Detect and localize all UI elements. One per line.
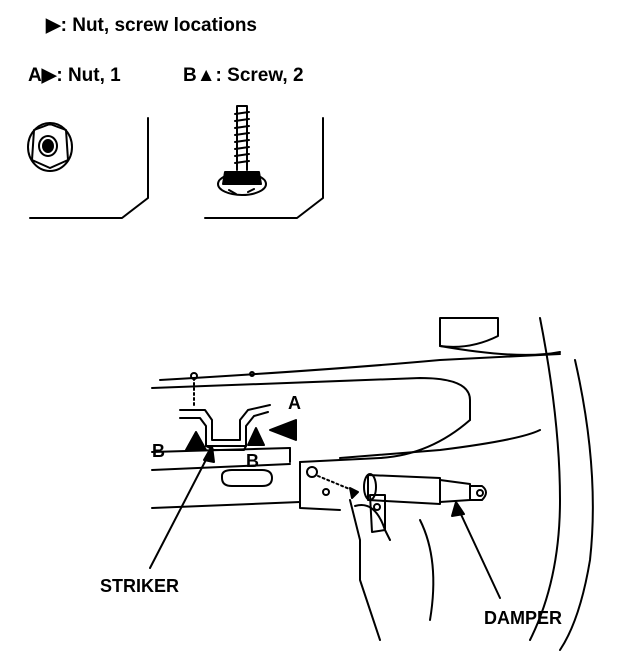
screw-location-marker (247, 427, 265, 446)
sill-bottom (151, 501, 301, 509)
damper-bracket (369, 494, 386, 533)
sill-mid (151, 463, 291, 471)
pillar-top (339, 429, 541, 459)
triangle-up-marker: ▲ (196, 65, 216, 86)
callout-a: A (288, 393, 301, 413)
sill-slot (221, 469, 273, 487)
damper-label: DAMPER (484, 608, 563, 628)
screw-key-text: : Screw, 2 (215, 65, 304, 86)
legend-line: ▶: Nut, screw locations (46, 16, 257, 35)
nut-inset-frame (29, 117, 149, 219)
opening-top-edge (159, 353, 561, 381)
opening-inner-curve (299, 419, 471, 463)
nut-location-marker (269, 419, 297, 441)
quarter-panel-outer (559, 359, 594, 651)
screw-key: B▲: Screw, 2 (183, 66, 304, 85)
flange-screw-icon (217, 105, 267, 196)
screw-location-marker (185, 431, 207, 451)
nut-key-letter: A (28, 65, 42, 86)
opening-inner-top (151, 377, 471, 421)
bolt-hole (322, 488, 330, 496)
quarter-panel-line (529, 317, 561, 641)
bolt-hole (306, 466, 318, 478)
sill-end (299, 461, 341, 511)
upper-panel (439, 317, 499, 348)
pillar-inner (419, 519, 435, 621)
screw-inset-frame (204, 117, 324, 219)
callout-b-right: B (246, 451, 259, 471)
screw-key-letter: B (183, 65, 197, 86)
callout-b-left: B (152, 441, 165, 461)
triangle-right-marker: ▶ (46, 15, 61, 36)
damper-leader (457, 507, 501, 599)
damper-icon (363, 473, 487, 505)
triangle-right-marker: ▶ (41, 65, 57, 86)
flange-nut-icon (27, 122, 73, 172)
nut-key-text: : Nut, 1 (56, 65, 121, 86)
pillar-edge (349, 499, 381, 641)
legend-text: : Nut, screw locations (60, 15, 257, 36)
nut-key: A▶: Nut, 1 (28, 66, 121, 85)
striker-label: STRIKER (100, 576, 180, 596)
striker-leader (149, 451, 211, 569)
